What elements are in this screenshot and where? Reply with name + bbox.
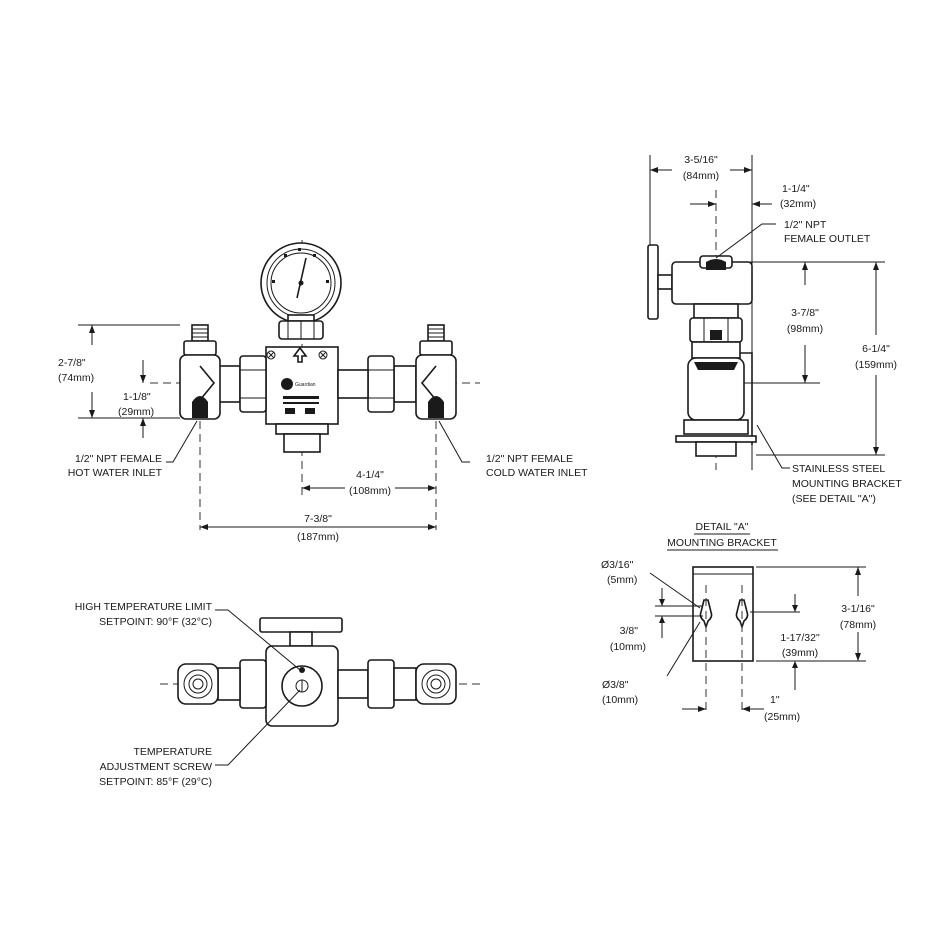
cold-inlet-line2: COLD WATER INLET — [486, 467, 588, 479]
bracket-line2: MOUNTING BRACKET — [792, 478, 902, 490]
dim-7-3-8-mm: (187mm) — [297, 531, 339, 543]
dim-3-8-mm: (10mm) — [610, 641, 646, 653]
cold-inlet-callout: 1/2" NPT FEMALE COLD WATER INLET — [438, 420, 588, 479]
dim-1-1-4: 1-1/4" (32mm) — [690, 183, 816, 210]
dim-3-7-8-label: 3-7/8" — [791, 307, 819, 319]
dim-2-7-8-mm: (74mm) — [58, 372, 94, 384]
dim-7-3-8-label: 7-3/8" — [304, 513, 332, 525]
dim-1-1-8-label: 1-1/8" — [123, 391, 151, 403]
dim-3-7-8-mm: (98mm) — [787, 323, 823, 335]
bracket-callout: STAINLESS STEEL MOUNTING BRACKET (SEE DE… — [756, 424, 902, 505]
dim-4-1-4: 4-1/4" (108mm) — [302, 469, 436, 497]
dim-6-1-4: 6-1/4" (159mm) — [756, 262, 897, 456]
dim-3-5-16-mm: (84mm) — [683, 170, 719, 182]
hot-union-nut — [217, 355, 267, 413]
dim-2-7-8-label: 2-7/8" — [58, 357, 86, 369]
limit-line2: SETPOINT: 90°F (32°C) — [99, 616, 212, 628]
dim-2-7-8: 2-7/8" (74mm) — [58, 324, 180, 419]
detail-title-1: DETAIL "A" — [696, 521, 749, 533]
cold-union-nut — [367, 355, 417, 413]
detail-a: DETAIL "A" MOUNTING BRACKET Ø3/16" (5mm)… — [601, 521, 876, 723]
dim-1-1-8-mm: (29mm) — [118, 406, 154, 418]
mixing-valve-body: Guardian H C — [253, 346, 368, 453]
dim-1-1-4-mm: (32mm) — [780, 198, 816, 210]
dim-6-1-4-label: 6-1/4" — [862, 343, 890, 355]
cold-inlet-line1: 1/2" NPT FEMALE — [486, 453, 573, 465]
adj-line2: ADJUSTMENT SCREW — [100, 761, 212, 773]
dim-1-17-32-mm: (39mm) — [782, 647, 818, 659]
dim-7-3-8: 7-3/8" (187mm) — [200, 513, 436, 543]
hot-inlet-line2: HOT WATER INLET — [68, 467, 163, 479]
top-view: HIGH TEMPERATURE LIMIT SETPOINT: 90°F (3… — [75, 601, 480, 788]
dim-3-5-16-label: 3-5/16" — [684, 154, 718, 166]
dim-3-1-16-mm: (78mm) — [840, 619, 876, 631]
dim-3-1-16-label: 3-1/16" — [841, 603, 875, 615]
hot-inlet-check-valve — [179, 324, 221, 420]
dia-3-8-mm: (10mm) — [602, 694, 638, 706]
outlet-line1: 1/2" NPT — [784, 219, 827, 231]
dim-1-17-32-label: 1-17/32" — [780, 632, 820, 644]
dia-3-8-label: Ø3/8" — [602, 679, 629, 691]
front-view: Guardian H C — [58, 240, 588, 543]
pressure-gauge — [260, 242, 342, 340]
brand-label: Guardian — [295, 382, 316, 388]
dim-1-label: 1" — [770, 694, 780, 706]
limit-line1: HIGH TEMPERATURE LIMIT — [75, 601, 213, 613]
dim-3-7-8: 3-7/8" (98mm) — [740, 261, 885, 384]
dim-4-1-4-label: 4-1/4" — [356, 469, 384, 481]
adj-line1: TEMPERATURE — [133, 746, 212, 758]
dim-1-mm: (25mm) — [764, 711, 800, 723]
hot-inlet-callout: 1/2" NPT FEMALE HOT WATER INLET — [68, 420, 198, 479]
bracket-line3: (SEE DETAIL "A") — [792, 493, 876, 505]
outlet-line2: FEMALE OUTLET — [784, 233, 871, 245]
dia-3-16-label: Ø3/16" — [601, 559, 634, 571]
hot-inlet-line1: 1/2" NPT FEMALE — [75, 453, 162, 465]
side-bracket — [675, 352, 757, 457]
dim-4-1-4-mm: (108mm) — [349, 485, 391, 497]
bracket-line1: STAINLESS STEEL — [792, 463, 885, 475]
dim-1-1-4-label: 1-1/4" — [782, 183, 810, 195]
adj-line3: SETPOINT: 85°F (29°C) — [99, 776, 212, 788]
dia-3-16-mm: (5mm) — [607, 574, 637, 586]
dim-1-1-8: 1-1/8" (29mm) — [118, 360, 180, 438]
side-view: 3-5/16" (84mm) 1-1/4" (32mm) 1/2" NPT FE… — [647, 154, 902, 505]
cold-inlet-check-valve — [415, 324, 457, 420]
dim-3-5-16: 3-5/16" (84mm) — [650, 154, 752, 182]
outlet-callout: 1/2" NPT FEMALE OUTLET — [715, 219, 871, 259]
dim-3-8-label: 3/8" — [620, 625, 639, 637]
detail-title-2: MOUNTING BRACKET — [667, 537, 777, 549]
dim-6-1-4-mm: (159mm) — [855, 359, 897, 371]
